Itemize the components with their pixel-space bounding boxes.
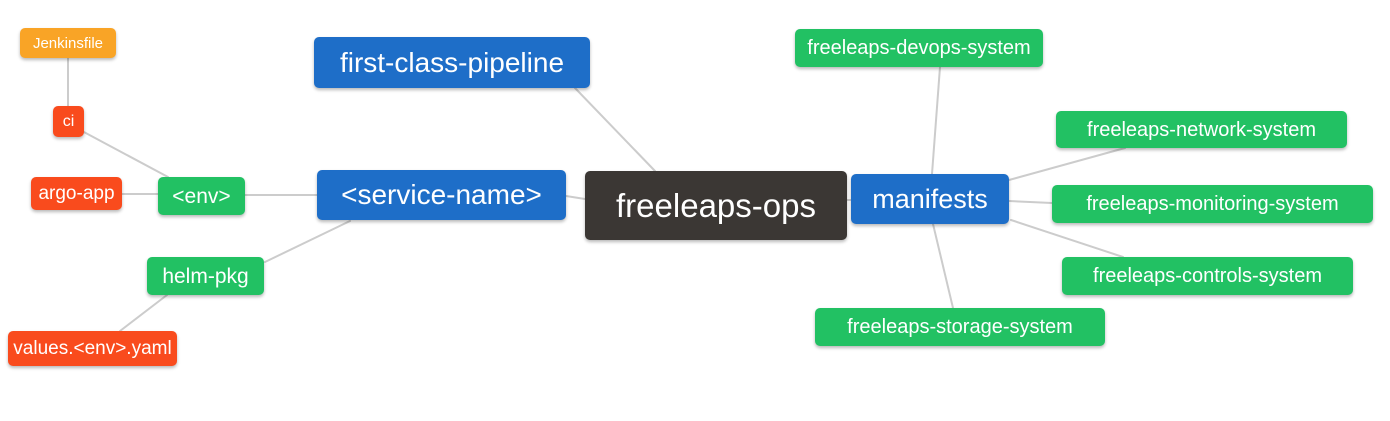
edge-helm-pkg-to-service-name (264, 220, 351, 263)
node-label: helm-pkg (162, 264, 249, 288)
node-label: freeleaps-monitoring-system (1086, 193, 1339, 215)
node-label: <service-name> (341, 179, 542, 210)
node-jenkinsfile[interactable]: Jenkinsfile (20, 28, 116, 58)
edge-manifests-to-freeleaps-storage-system (932, 223, 954, 309)
node-freeleaps-devops-system[interactable]: freeleaps-devops-system (795, 29, 1043, 67)
node-first-class-pipeline[interactable]: first-class-pipeline (314, 37, 590, 88)
node-freeleaps-monitoring-system[interactable]: freeleaps-monitoring-system (1052, 185, 1373, 223)
node-label: values.<env>.yaml (13, 338, 172, 359)
node-label: ci (62, 112, 75, 130)
node-argo-app[interactable]: argo-app (31, 177, 122, 210)
node-helm-pkg[interactable]: helm-pkg (147, 257, 264, 295)
edge-service-name-to-freeleaps-ops (565, 195, 586, 200)
node-label: first-class-pipeline (339, 46, 565, 78)
edge-values-env-yaml-to-helm-pkg (119, 294, 168, 332)
edge-manifests-to-freeleaps-monitoring-system (1008, 200, 1053, 204)
node-freeleaps-storage-system[interactable]: freeleaps-storage-system (815, 308, 1105, 346)
node-freeleaps-controls-system[interactable]: freeleaps-controls-system (1062, 257, 1353, 295)
node-label: freeleaps-ops (616, 187, 816, 224)
node-label: freeleaps-network-system (1087, 118, 1316, 141)
edge-first-class-pipeline-to-freeleaps-ops (574, 87, 656, 172)
node-label: freeleaps-storage-system (847, 316, 1073, 338)
node-freeleaps-ops[interactable]: freeleaps-ops (585, 171, 847, 240)
node-ci[interactable]: ci (53, 106, 84, 137)
node-label: Jenkinsfile (32, 34, 104, 52)
node-label: <env> (172, 184, 231, 208)
edge-ci-to-env (81, 130, 169, 178)
node-service-name[interactable]: <service-name> (317, 170, 566, 220)
edge-manifests-to-freeleaps-devops-system (931, 66, 941, 175)
edge-manifests-to-freeleaps-network-system (1008, 147, 1126, 181)
edge-manifests-to-freeleaps-controls-system (1010, 219, 1124, 258)
node-manifests[interactable]: manifests (851, 174, 1009, 224)
node-label: argo-app (38, 183, 115, 204)
node-freeleaps-network-system[interactable]: freeleaps-network-system (1056, 111, 1347, 148)
node-env[interactable]: <env> (158, 177, 245, 215)
node-label: freeleaps-devops-system (807, 37, 1031, 59)
node-label: manifests (872, 183, 988, 214)
node-label: freeleaps-controls-system (1093, 265, 1322, 287)
node-values-env-yaml[interactable]: values.<env>.yaml (8, 331, 177, 366)
